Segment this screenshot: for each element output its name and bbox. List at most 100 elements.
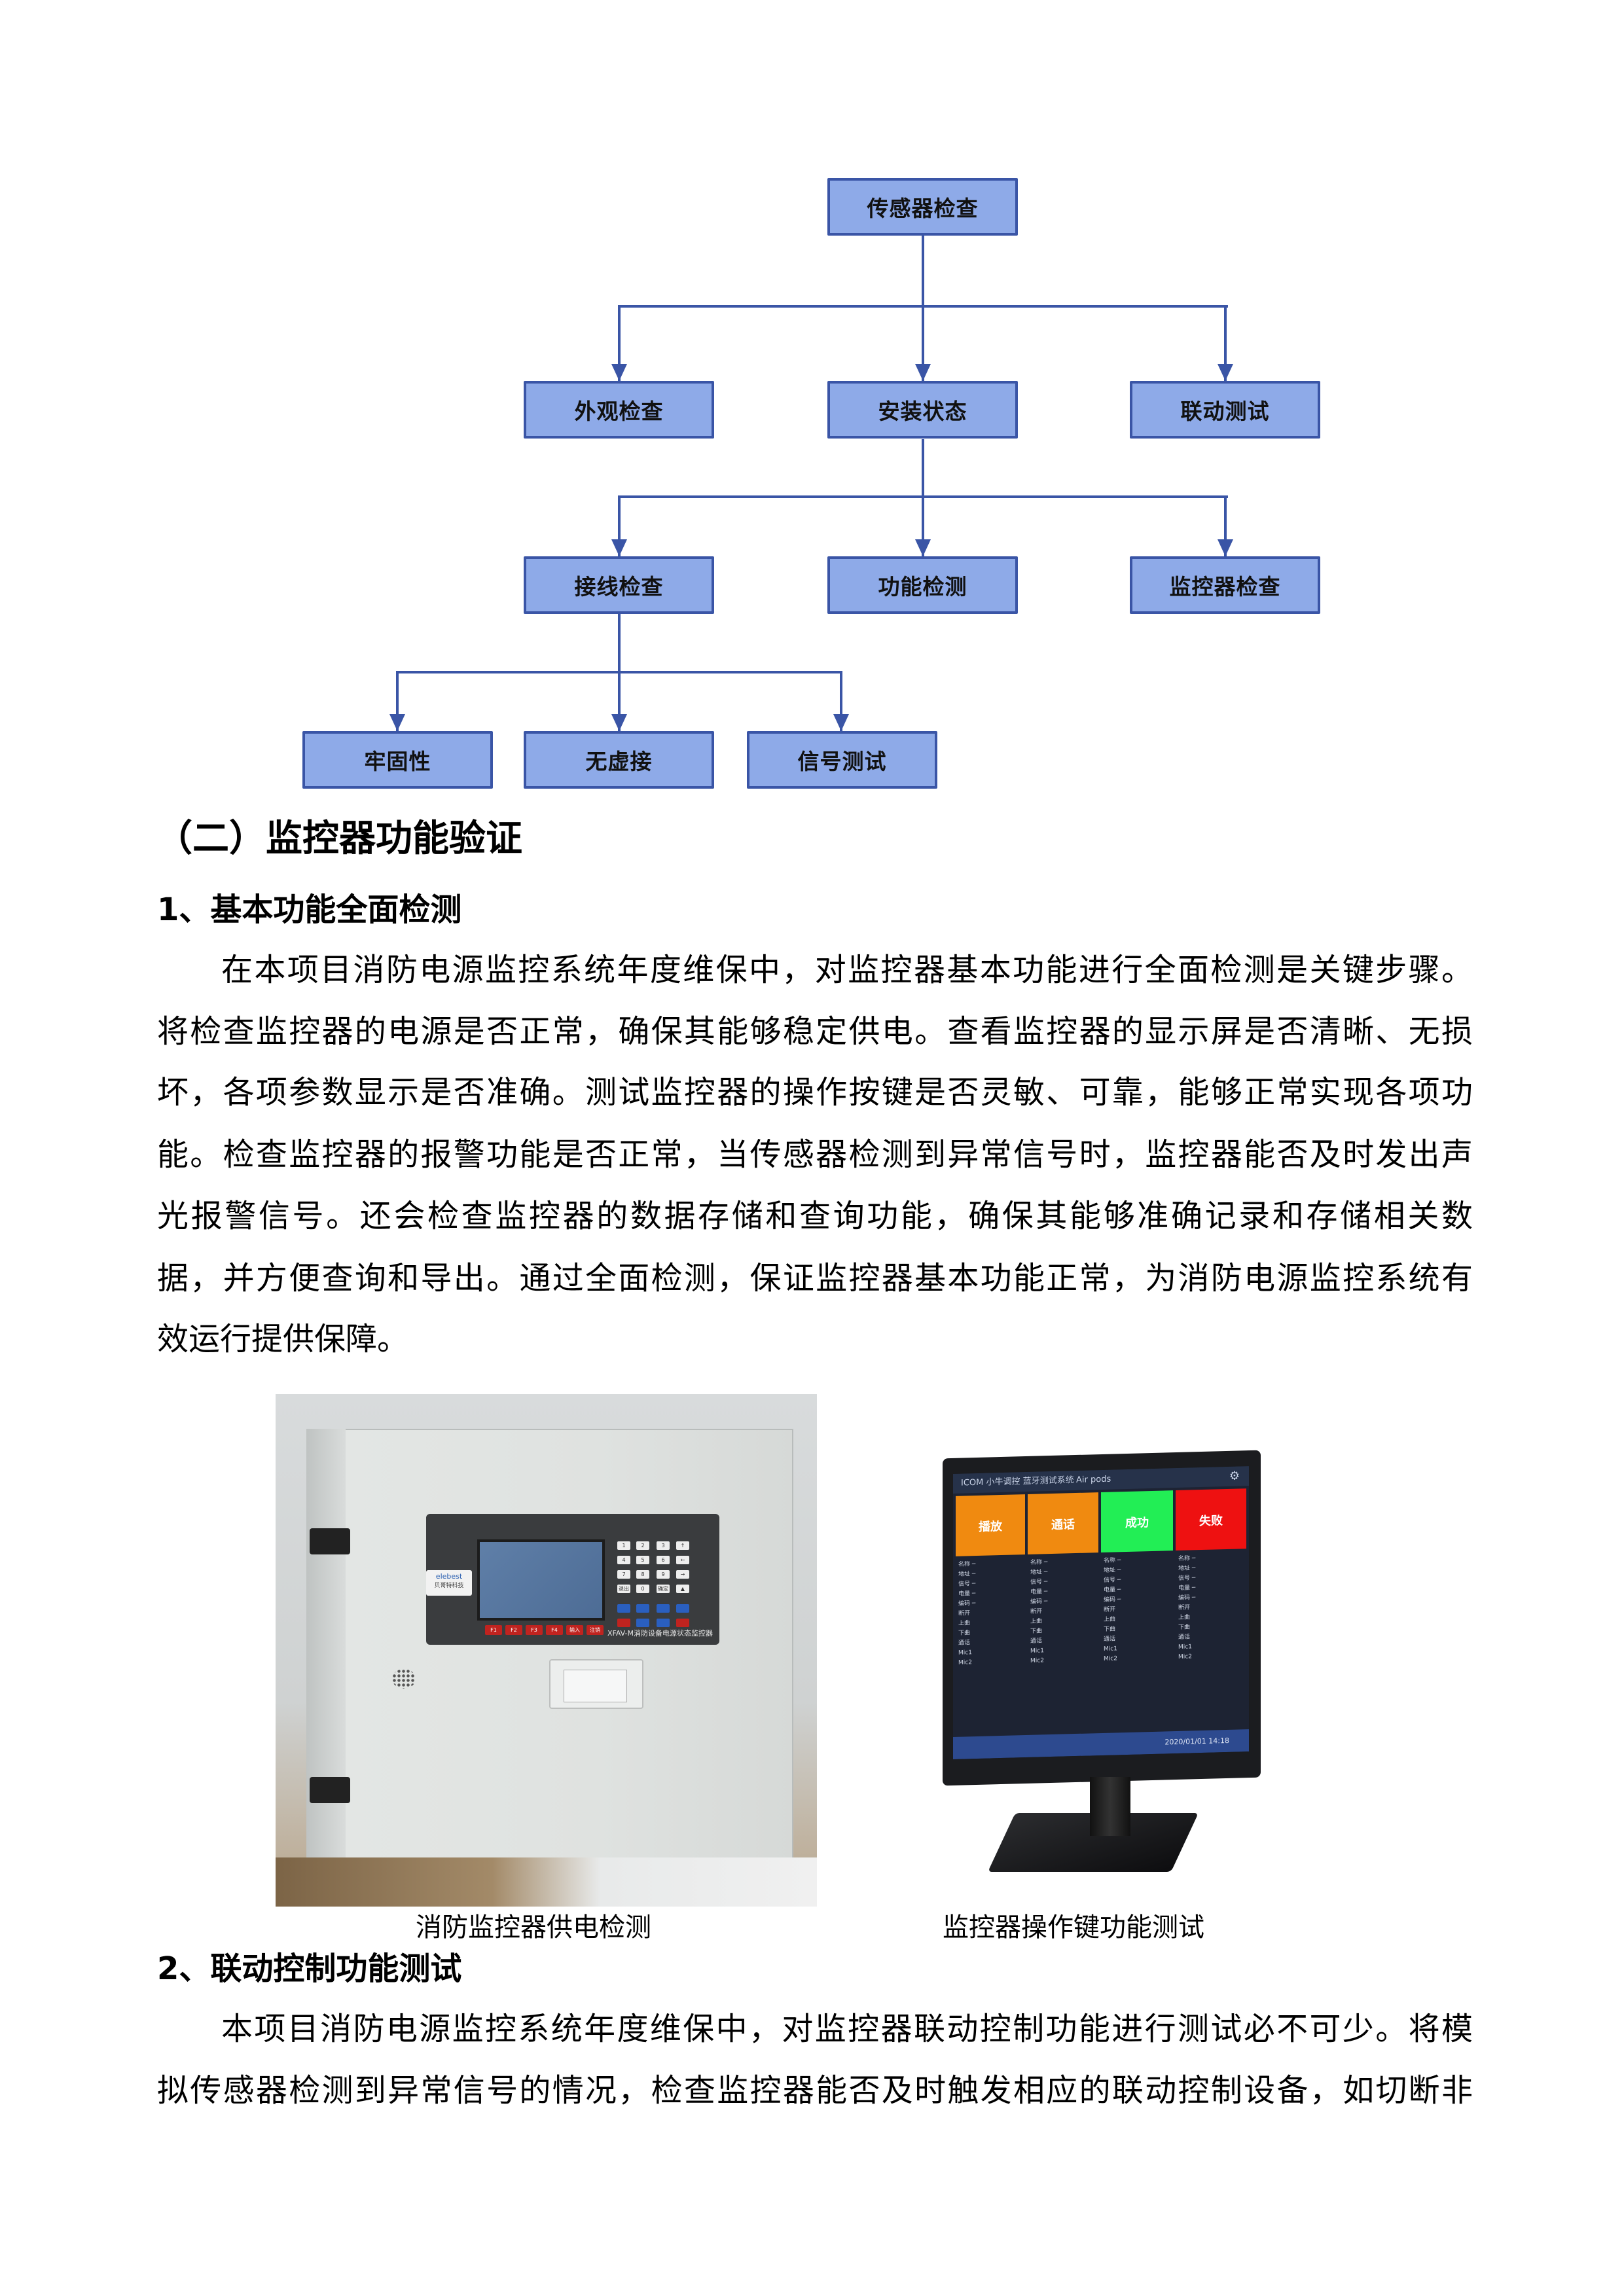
arrow-icon: [1218, 539, 1233, 556]
lcd-screen: [477, 1539, 605, 1621]
hinge-icon: [310, 1777, 350, 1803]
paragraph-line: 在本项目消防电源监控系统年度维保中，对监控器基本功能进行全面检测是关键步骤。: [221, 952, 1473, 988]
model-label: XFAV-M消防设备电源状态监控器: [607, 1629, 713, 1638]
paragraph-line: 本项目消防电源监控系统年度维保中，对监控器联动控制功能进行测试必不可少。将模: [221, 2011, 1473, 2047]
keypad-key: 1: [617, 1541, 630, 1550]
printer-slot: [549, 1659, 643, 1709]
connector-line: [840, 671, 842, 731]
tile-label: 通话: [1051, 1518, 1075, 1533]
connector-line: [618, 305, 1228, 308]
monitor-bezel: ICOM 小牛调控 蓝牙测试系统 Air pods ⚙ 播放 通话 成功 失败 …: [943, 1450, 1261, 1786]
tile-label: 成功: [1125, 1516, 1149, 1531]
status-tile: 失败: [1176, 1488, 1246, 1551]
section-heading: （二）监控器功能验证: [156, 817, 522, 860]
tile-label: 播放: [979, 1519, 1002, 1534]
connector-line: [618, 495, 621, 556]
flow-node-monitor-check: 监控器检查: [1130, 556, 1320, 614]
keypad-key: ←: [676, 1556, 689, 1564]
flow-node-installation-status: 安装状态: [827, 381, 1018, 439]
red-key: [617, 1619, 630, 1627]
keypad-key: ↑: [676, 1541, 689, 1550]
connector-line: [1224, 305, 1227, 381]
photo-background: [276, 1857, 817, 1907]
blue-key: [617, 1604, 630, 1613]
gear-icon: ⚙: [1229, 1469, 1240, 1483]
brand-name-cn: 贝哥特科技: [434, 1583, 464, 1589]
blue-key: [657, 1619, 670, 1627]
tile-label: 失败: [1199, 1514, 1223, 1529]
figure-caption-1: 消防监控器供电检测: [416, 1912, 651, 1943]
function-key: F1: [485, 1625, 502, 1635]
monitor-screen: ICOM 小牛调控 蓝牙测试系统 Air pods ⚙ 播放 通话 成功 失败 …: [953, 1466, 1249, 1759]
screen-app-title: ICOM 小牛调控 蓝牙测试系统: [961, 1475, 1074, 1488]
function-key: F3: [526, 1625, 543, 1635]
flow-node-firmness: 牢固性: [302, 731, 493, 789]
keypad-key: 退出: [617, 1585, 630, 1593]
flow-node-appearance-check: 外观检查: [524, 381, 714, 439]
keypad-key: 6: [657, 1556, 670, 1564]
arrow-icon: [833, 714, 849, 731]
flow-node-function-test: 功能检测: [827, 556, 1018, 614]
keypad-key: 4: [617, 1556, 630, 1564]
keypad-key: 3: [657, 1541, 670, 1550]
function-key: 输入: [566, 1625, 583, 1635]
paragraph-line: 坏，各项参数显示是否准确。测试监控器的操作按键是否灵敏、可靠，能够正常实现各项功: [157, 1074, 1473, 1111]
arrow-icon: [915, 539, 931, 556]
keypad-key: →: [676, 1570, 689, 1579]
control-panel: elebest 贝哥特科技 1 2 3 ↑ 4 5 6 ← 7 8 9 → 退出…: [426, 1514, 719, 1645]
paragraph-line: 效运行提供保障。: [157, 1321, 409, 1357]
subsection-heading-1: 1、基本功能全面检测: [157, 891, 462, 928]
keypad-key: 9: [657, 1570, 670, 1579]
connector-line: [396, 671, 842, 673]
keypad-key: 8: [636, 1570, 649, 1579]
cabinet-side: [306, 1429, 346, 1887]
arrow-icon: [611, 364, 627, 381]
photo-monitor-cabinet: elebest 贝哥特科技 1 2 3 ↑ 4 5 6 ← 7 8 9 → 退出…: [276, 1394, 817, 1907]
flow-node-wiring-check: 接线检查: [524, 556, 714, 614]
flow-node-no-loose-connection: 无虚接: [524, 731, 714, 789]
status-tile: 成功: [1101, 1490, 1173, 1553]
arrow-icon: [611, 714, 627, 731]
connector-line: [618, 305, 621, 381]
arrow-icon: [611, 539, 627, 556]
hinge-icon: [310, 1528, 350, 1554]
blue-key: [657, 1604, 670, 1613]
keypad-key: 7: [617, 1570, 630, 1579]
function-key: F2: [505, 1625, 522, 1635]
status-tile: 通话: [1028, 1492, 1098, 1554]
flow-node-sensor-check: 传感器检查: [827, 178, 1018, 236]
screen-timestamp: 2020/01/01 14:18: [1164, 1736, 1229, 1747]
paragraph-line: 光报警信号。还会检查监控器的数据存储和查询功能，确保其能够准确记录和存储相关数: [157, 1198, 1473, 1234]
connector-line: [396, 671, 399, 731]
function-key: F4: [546, 1625, 563, 1635]
speaker-grille: [392, 1669, 416, 1689]
blue-key: [636, 1619, 649, 1627]
red-key: [676, 1619, 689, 1627]
paragraph-line: 将检查监控器的电源是否正常，确保其能够稳定供电。查看监控器的显示屏是否清晰、无损: [157, 1013, 1473, 1050]
flow-node-linkage-test: 联动测试: [1130, 381, 1320, 439]
connector-line: [618, 495, 1228, 498]
keypad-key: 2: [636, 1541, 649, 1550]
flow-node-signal-test: 信号测试: [747, 731, 937, 789]
screen-device-name: Air pods: [1076, 1474, 1111, 1486]
blue-key: [676, 1604, 689, 1613]
connector-line: [1224, 495, 1227, 556]
keypad-key: 5: [636, 1556, 649, 1564]
keypad-key: 0: [636, 1585, 649, 1593]
keypad-key: 确定: [657, 1585, 670, 1593]
arrow-icon: [389, 714, 405, 731]
screen-footer: 2020/01/01 14:18: [953, 1729, 1249, 1759]
brand-label: elebest 贝哥特科技: [426, 1570, 472, 1596]
arrow-icon: [1218, 364, 1233, 381]
brand-name: elebest: [435, 1572, 463, 1581]
monitor-stand-neck: [1090, 1777, 1130, 1836]
photo-monitor-display: ICOM 小牛调控 蓝牙测试系统 Air pods ⚙ 播放 通话 成功 失败 …: [929, 1440, 1270, 1878]
status-tile: 播放: [956, 1494, 1025, 1556]
figure-caption-2: 监控器操作键功能测试: [943, 1912, 1204, 1943]
connector-line: [922, 235, 924, 381]
paragraph-line: 能。检查监控器的报警功能是否正常，当传感器检测到异常信号时，监控器能否及时发出声: [157, 1136, 1473, 1173]
